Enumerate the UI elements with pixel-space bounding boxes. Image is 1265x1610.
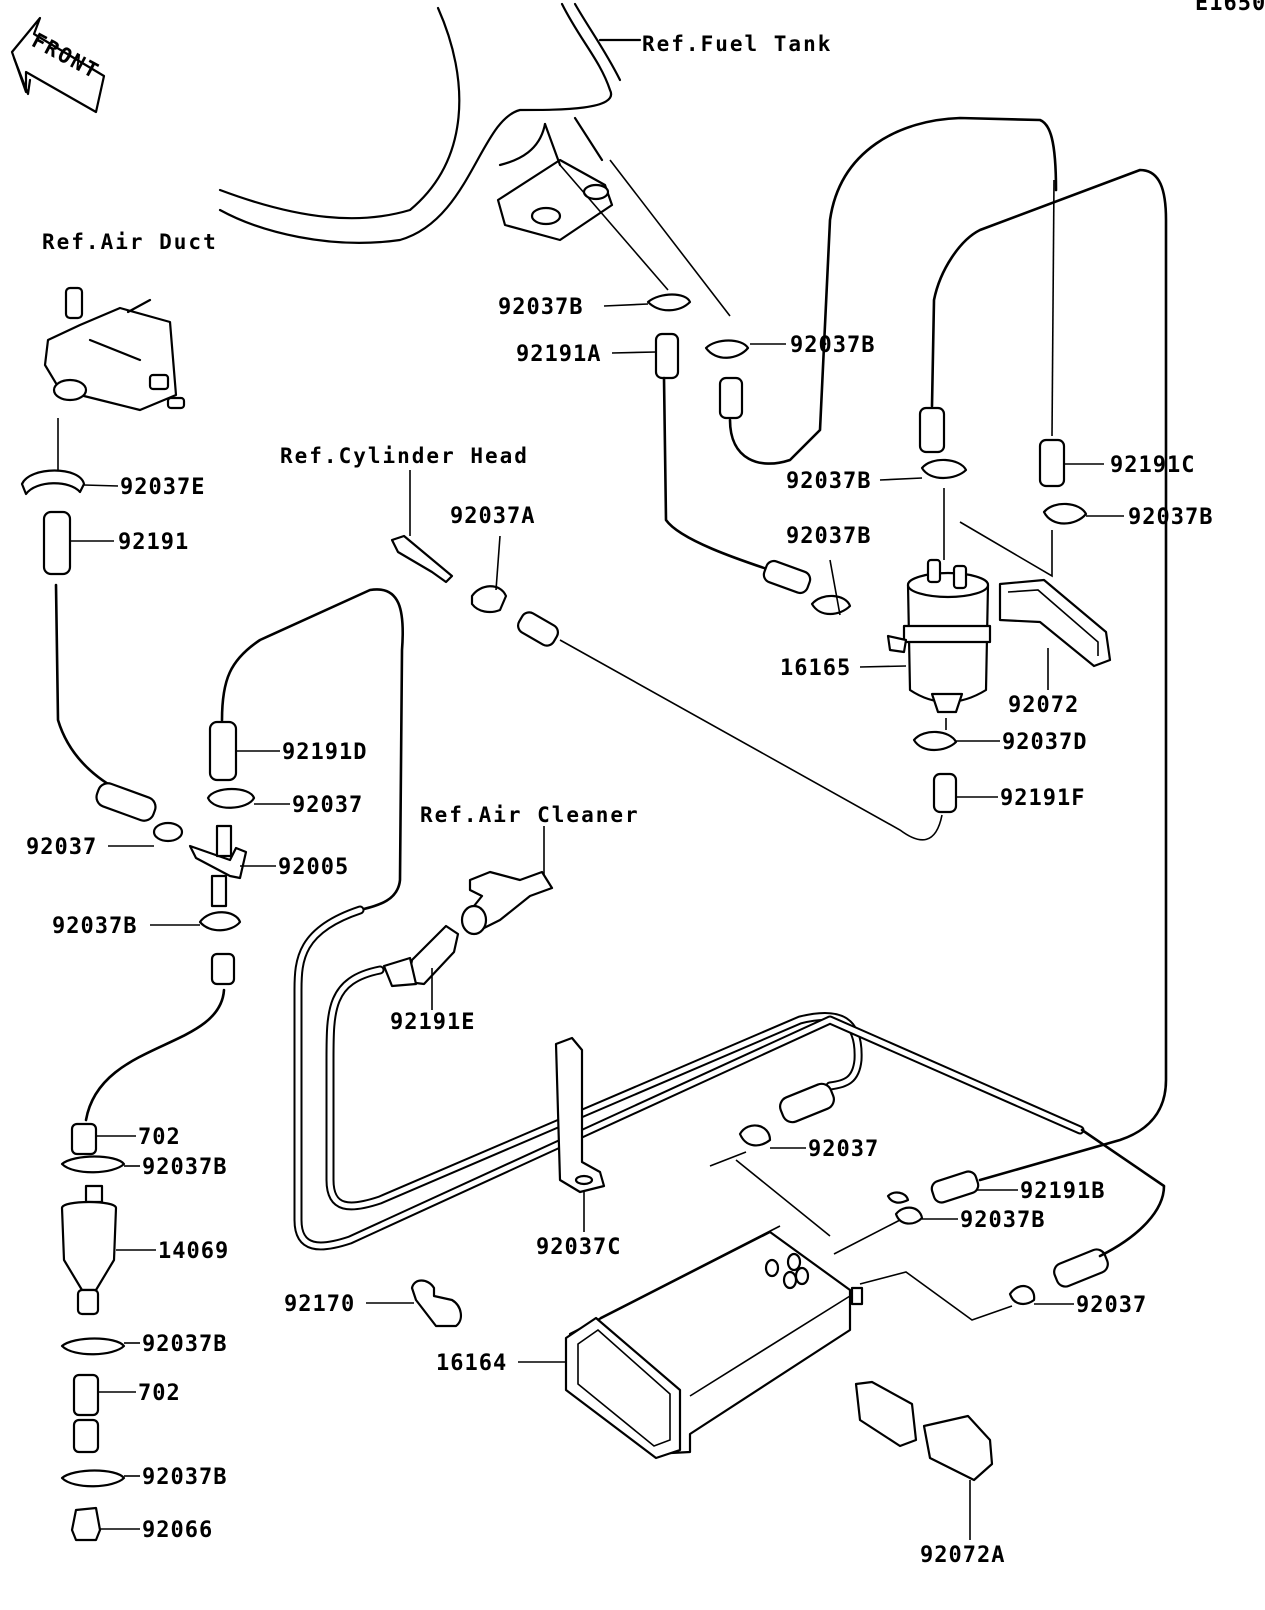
- label-92191B: 92191B: [1020, 1179, 1105, 1204]
- left-hose-chain: [20, 418, 248, 1542]
- front-arrow-icon: FRONT: [10, 16, 106, 114]
- label-92037E: 92037E: [120, 475, 205, 500]
- label-92191E: 92191E: [390, 1010, 475, 1035]
- separator-16165: [886, 558, 992, 714]
- label-92191A: 92191A: [516, 342, 601, 367]
- bracket-92072A: [854, 1380, 994, 1540]
- corner-code: E1650: [1195, 0, 1265, 16]
- label-92037B-right: 92037B: [1128, 505, 1213, 530]
- label-92005: 92005: [278, 855, 349, 880]
- label-92191C: 92191C: [1110, 453, 1195, 478]
- fuel-tank-outline: [218, 2, 642, 244]
- label-16164: 16164: [436, 1351, 507, 1376]
- label-92037B-center: 92037B: [786, 524, 871, 549]
- label-92037B-mid: 92037B: [786, 469, 871, 494]
- bracket-92037C: [554, 1036, 606, 1232]
- bracket-92072: [998, 578, 1112, 668]
- fuel-tank-hoses: [559, 116, 1058, 616]
- label-92037-left: 92037: [26, 835, 97, 860]
- label-702-a: 702: [138, 1125, 181, 1150]
- cylinder-head-hose: [390, 470, 958, 841]
- label-92066: 92066: [142, 1518, 213, 1543]
- label-92037-mid: 92037: [292, 793, 363, 818]
- label-92037B-left: 92037B: [52, 914, 137, 939]
- ref-fuel-tank: Ref.Fuel Tank: [642, 32, 832, 56]
- label-92037B-canister: 92037B: [960, 1208, 1045, 1233]
- air-duct-part: [43, 286, 186, 412]
- label-92037-canister: 92037: [808, 1137, 879, 1162]
- label-92191D: 92191D: [282, 740, 367, 765]
- label-92037A: 92037A: [450, 504, 535, 529]
- label-92037D: 92037D: [1002, 730, 1087, 755]
- label-14069: 14069: [158, 1239, 229, 1264]
- air-cleaner-fittings: [293, 826, 1085, 1251]
- label-92191F: 92191F: [1000, 786, 1085, 811]
- leader-lines: [70, 303, 1124, 1530]
- ref-air-cleaner: Ref.Air Cleaner: [420, 803, 640, 827]
- label-16165: 16165: [780, 656, 851, 681]
- right-hose-loop: [912, 168, 1168, 1182]
- label-92072A: 92072A: [920, 1543, 1005, 1568]
- ref-air-duct: Ref.Air Duct: [42, 230, 218, 254]
- label-92037B-l1: 92037B: [142, 1155, 227, 1180]
- label-92037B-l2: 92037B: [142, 1332, 227, 1357]
- label-92037B-l3: 92037B: [142, 1465, 227, 1490]
- clip-92170: [410, 1279, 462, 1328]
- label-92072: 92072: [1008, 693, 1079, 718]
- label-92037C: 92037C: [536, 1235, 621, 1260]
- ref-cylinder-head: Ref.Cylinder Head: [280, 444, 529, 468]
- label-92037B-top-right: 92037B: [790, 333, 875, 358]
- label-702-b: 702: [138, 1381, 181, 1406]
- label-92037-right: 92037: [1076, 1293, 1147, 1318]
- label-92191: 92191: [118, 530, 189, 555]
- label-92037B-top-left: 92037B: [498, 295, 583, 320]
- canister-16164: [564, 1124, 1166, 1460]
- label-92170: 92170: [284, 1292, 355, 1317]
